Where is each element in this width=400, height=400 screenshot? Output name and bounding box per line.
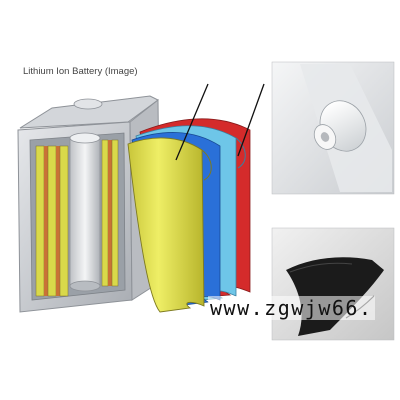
- terminal-cap: [73, 98, 103, 110]
- watermark-text: www.zgwjw66.: [208, 296, 375, 320]
- black-sheet-photo: [271, 227, 395, 341]
- electrode-strips-left: [35, 145, 69, 297]
- unrolled-layers: [127, 118, 251, 313]
- film-roll-photo: [271, 61, 395, 195]
- diagram-caption: Lithium Ion Battery (Image): [23, 66, 138, 77]
- pointer-lines: [175, 83, 265, 161]
- central-core: [69, 132, 101, 292]
- electrode-strips-right: [101, 139, 119, 287]
- separator-layer: [127, 137, 205, 313]
